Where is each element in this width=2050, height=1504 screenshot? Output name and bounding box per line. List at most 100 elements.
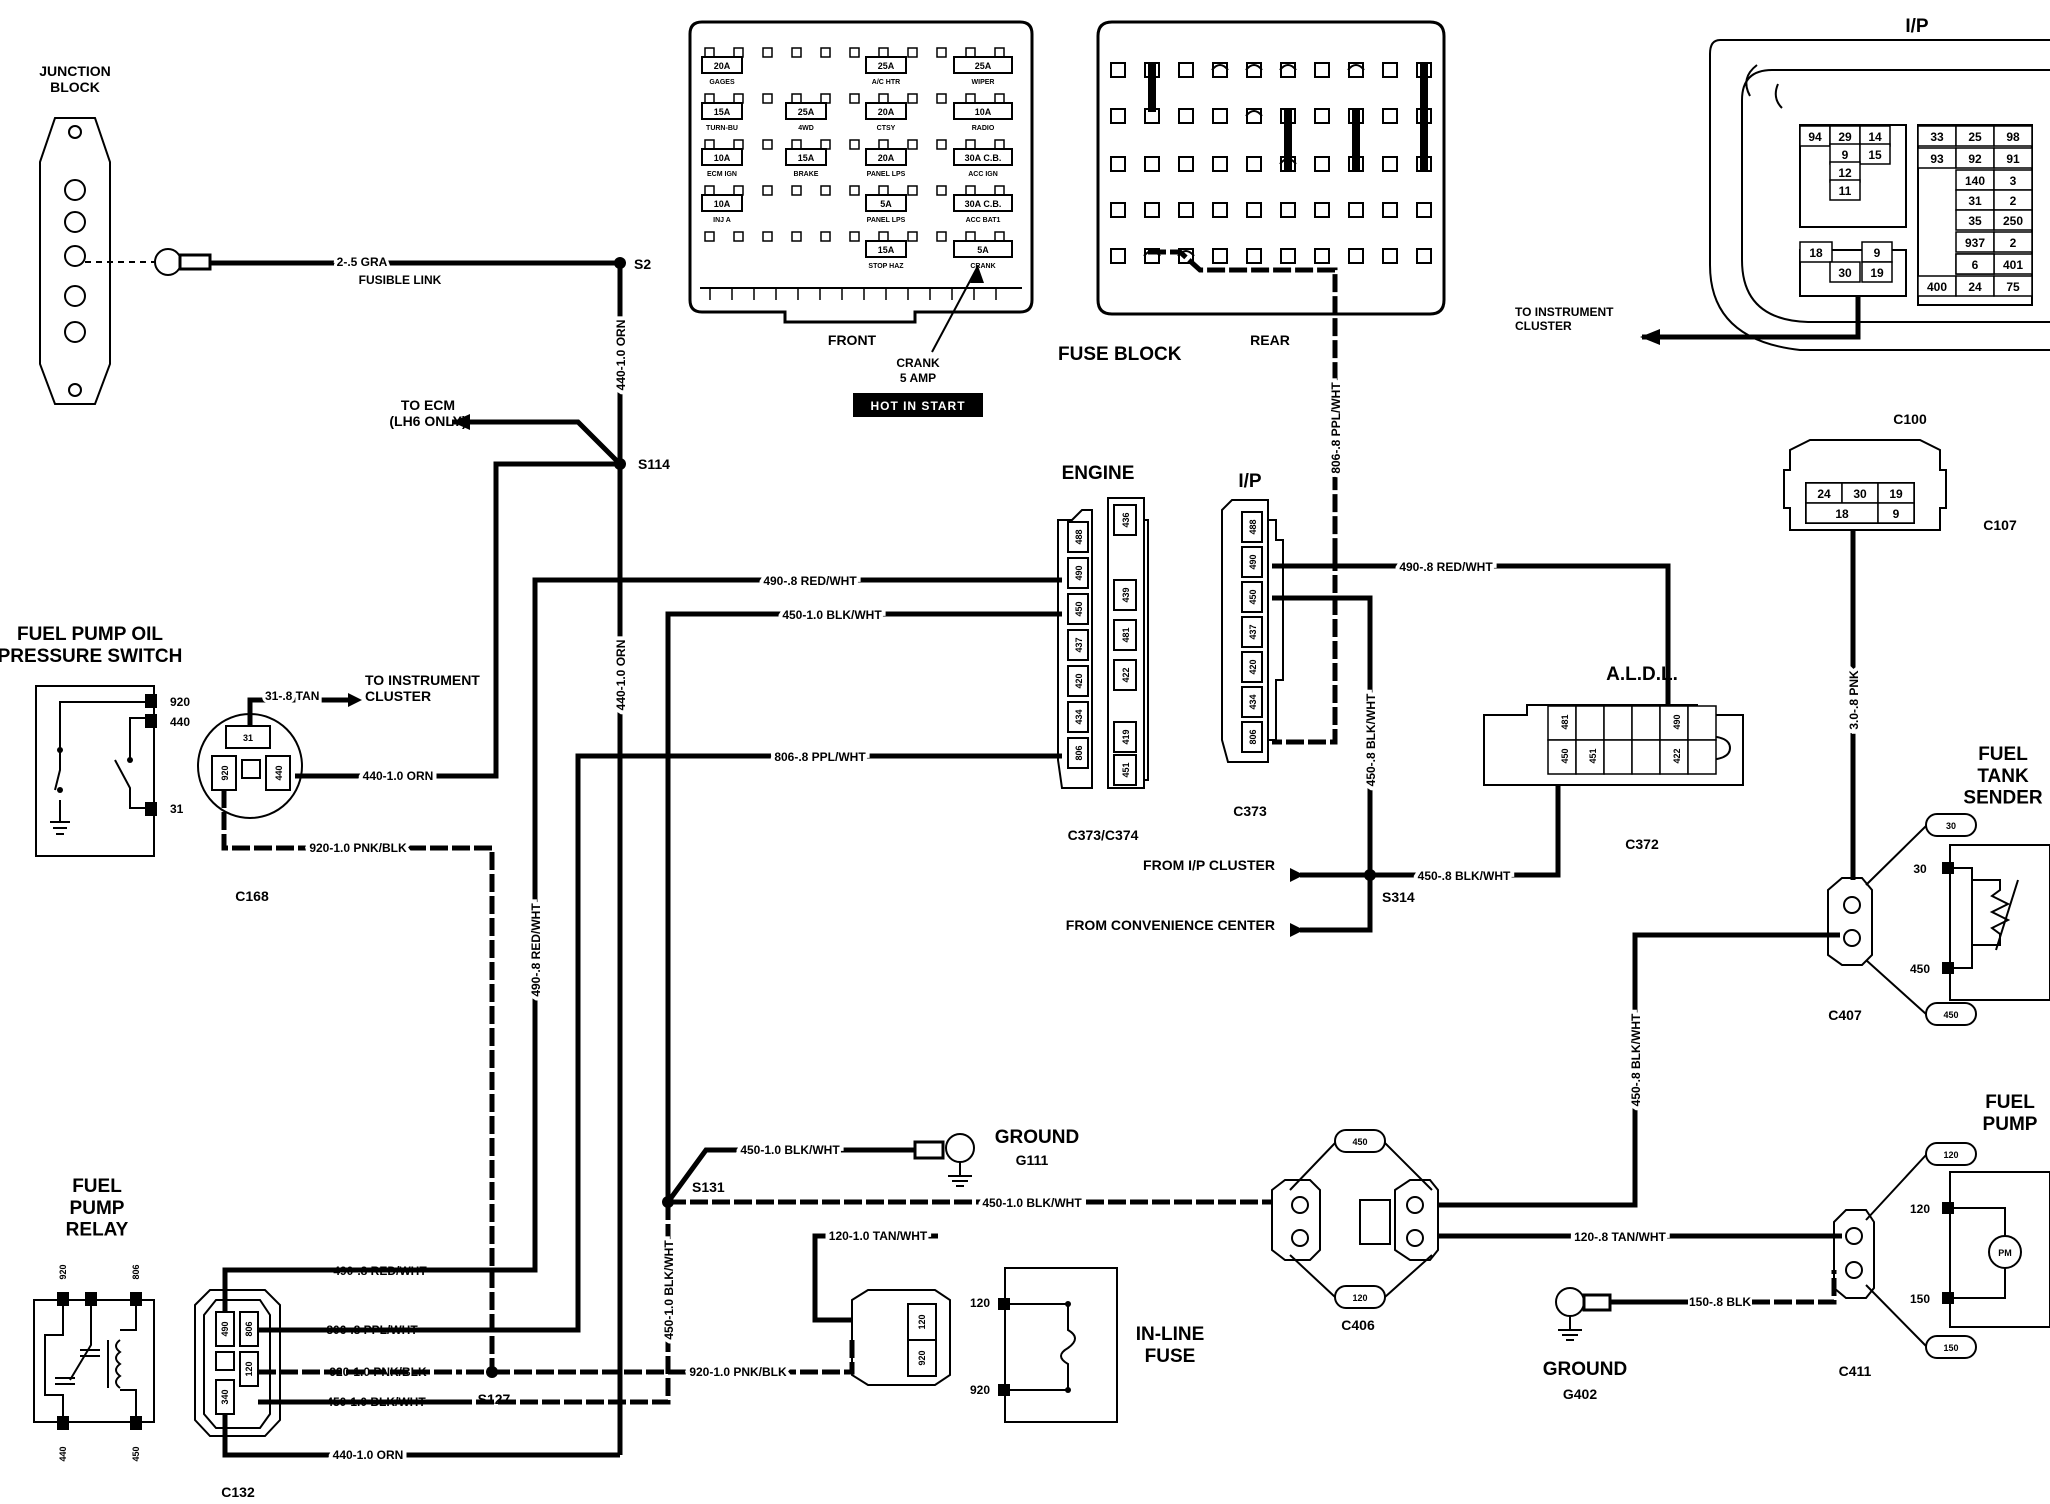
junction-block-title: JUNCTION <box>39 63 111 79</box>
wire-490-red-alld: 490-.8 RED/WHT <box>1399 560 1493 574</box>
ip-pin: 806 <box>1248 729 1258 744</box>
c100-left-cell: 14 <box>1868 130 1882 144</box>
c100-right-cell: 140 <box>1965 174 1985 188</box>
wire-450-blk-engine: 450-1.0 BLK/WHT <box>782 608 882 622</box>
wire-920-pnk-inline: 920-1.0 PNK/BLK <box>689 1365 787 1379</box>
c100-title: I/P <box>1905 16 1929 37</box>
fuse-name: STOP HAZ <box>868 263 904 270</box>
relay-pin-450: 450 <box>131 1446 141 1461</box>
fuse-rating: 25A <box>878 61 895 71</box>
fuse-13: 30A C.B.ACC BAT1 <box>953 194 1013 224</box>
fuse-rating: 5A <box>880 199 892 209</box>
sender-tag-450: 450 <box>1943 1010 1958 1020</box>
wire-150-blk: 150-.8 BLK <box>1689 1295 1751 1309</box>
wire-120-tan-inline: 120-1.0 TAN/WHT <box>829 1229 928 1243</box>
fuse-10: 30A C.B. ACC IGN <box>953 148 1013 178</box>
inline-fuse-connector: 920 120 <box>851 1289 951 1386</box>
oil-switch-pin-440: 440 <box>170 715 190 729</box>
c100-right-cell: 937 <box>1965 236 1985 250</box>
rear-terminal-grid <box>1110 62 1432 264</box>
c107-cell: 24 <box>1817 487 1831 501</box>
engine-left-pin: 420 <box>1074 673 1084 688</box>
c406-connector: 450 120 C406 <box>1271 1129 1439 1333</box>
fuel-pump-title-line: PUMP <box>1983 1114 2038 1135</box>
c132-pin-2: 120 <box>244 1361 254 1376</box>
wire-450-blk-ground: 450-1.0 BLK/WHT <box>740 1143 840 1157</box>
fuel-tank-sender-title-line: SENDER <box>1963 788 2042 809</box>
c132-connector: 490 806 120 340 C132 <box>194 1289 281 1500</box>
c100-right-cell: 2 <box>2010 194 2017 208</box>
fuse-name: ACC IGN <box>968 171 998 178</box>
engine-right-pin: 436 <box>1121 512 1131 527</box>
junction-block-title-line: BLOCK <box>50 79 100 95</box>
fuse-rating: 25A <box>798 107 815 117</box>
fuel-tank-sender-title-line: TANK <box>1977 766 2029 787</box>
inline-fuse-pin-120: 120 <box>970 1296 990 1310</box>
wire-440-orn-relay: 440-1.0 ORN <box>333 1448 404 1462</box>
c168-pin-0: 31 <box>243 733 253 743</box>
to-ecm-label-line: (LH6 ONLY) <box>389 413 466 429</box>
relay-pin-440: 440 <box>58 1446 68 1461</box>
wire-450-blk-s314: 450-.8 BLK/WHT <box>1418 869 1511 883</box>
c100-left-cell: 9 <box>1874 246 1881 260</box>
ip-pin: 434 <box>1248 694 1258 709</box>
pump-tag-150: 150 <box>1943 1343 1958 1353</box>
c100-left-cell: 19 <box>1870 266 1884 280</box>
sender-tag-30: 30 <box>1946 821 1956 831</box>
fuse-name: ACC BAT1 <box>966 217 1001 224</box>
c100-left-cell: 29 <box>1838 130 1852 144</box>
fuse-block-title: FUSE BLOCK <box>1058 344 1182 365</box>
relay-title: FUEL <box>72 1176 122 1197</box>
c107-cell: 19 <box>1889 487 1903 501</box>
fuse-name: WIPER <box>972 79 995 86</box>
ground-g111: GROUND G111 <box>913 1127 1079 1187</box>
wire-450-blk-vertical-ip: 450-.8 BLK/WHT <box>1364 693 1378 786</box>
c407-connector: C407 <box>1827 825 1927 1023</box>
c100-right-cell: 33 <box>1930 130 1944 144</box>
from-convenience-label: FROM CONVENIENCE CENTER <box>1066 917 1275 933</box>
alldl-pin: 481 <box>1560 714 1570 729</box>
fuse-rating: 30A C.B. <box>965 153 1002 163</box>
c100-right-cell: 2 <box>2010 236 2017 250</box>
engine-right-pin: 422 <box>1121 667 1131 682</box>
fuse-name: CRANK <box>970 263 995 270</box>
c168-pin-1: 920 <box>220 765 230 780</box>
fuse-name: PANEL LPS <box>867 171 906 178</box>
c168-pin-2: 440 <box>274 765 284 780</box>
c100-right-cell: 24 <box>1968 280 1982 294</box>
fuse-rating: 10A <box>975 107 992 117</box>
fuse-name: RADIO <box>972 125 995 132</box>
ip-conn-title: I/P <box>1238 471 1262 492</box>
fuse-rating: 15A <box>798 153 815 163</box>
fuse-rating: 10A <box>714 199 731 209</box>
c100-left-cell: 94 <box>1808 130 1822 144</box>
c100-right-cell: 35 <box>1968 214 1982 228</box>
ip-pin: 420 <box>1248 659 1258 674</box>
fuse-6: 10A RADIO <box>953 102 1013 132</box>
oil-switch-pin-31: 31 <box>170 802 184 816</box>
alldl-pin: 450 <box>1560 748 1570 763</box>
engine-title: ENGINE <box>1062 463 1135 484</box>
c406-tag-120: 120 <box>1352 1293 1367 1303</box>
c100-to-cluster-line: CLUSTER <box>1515 319 1572 333</box>
